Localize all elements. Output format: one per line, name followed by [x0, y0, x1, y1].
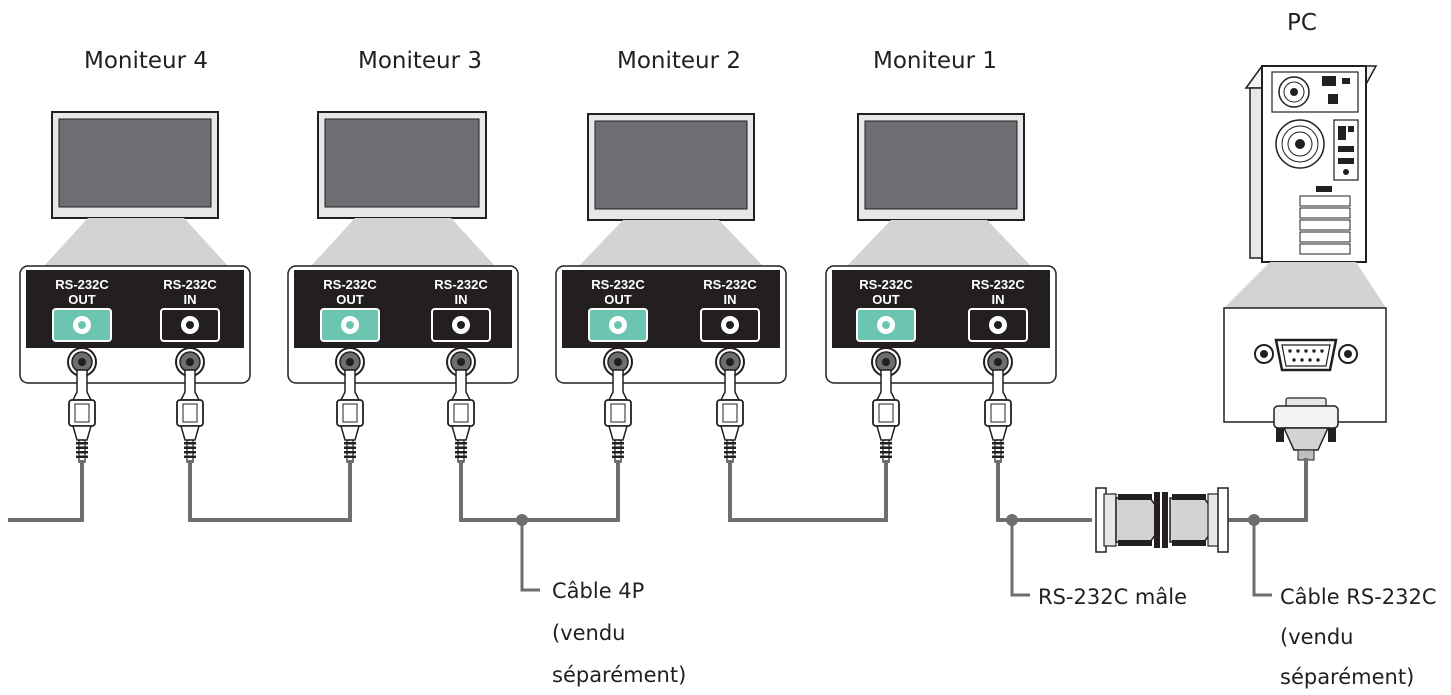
cable-4p-sold-label: (vendu [552, 621, 626, 645]
plug-4p-icon [872, 369, 900, 463]
cable-4p-mon4-out [8, 460, 84, 522]
port-label-bottom: IN [455, 292, 468, 307]
monitor-4-label: Moniteur 4 [84, 48, 208, 74]
cable-4p-mon2-in-mon1-out [728, 460, 888, 522]
port-label-bottom: IN [724, 292, 737, 307]
zoom-wedge [579, 220, 763, 266]
zoom-wedge [847, 220, 1031, 266]
port-label-bottom: IN [992, 292, 1005, 307]
port-label-bottom: OUT [604, 292, 632, 307]
cable-rs232c-separately-label: séparément) [1280, 665, 1414, 689]
monitor-icon [857, 113, 1025, 221]
monitor-icon [51, 111, 219, 219]
plug-4p-icon [68, 369, 96, 463]
monitor-icon [317, 111, 487, 219]
db9-connector-icon [1273, 397, 1339, 461]
port-label-top: RS-232C [434, 277, 488, 292]
cable-4p-mon4-in-mon3-out [188, 460, 352, 522]
port-label-top: RS-232C [55, 277, 109, 292]
cable-rs232c-sold-label: (vendu [1280, 625, 1354, 649]
plug-4p-icon [716, 369, 744, 463]
cable-rs232c-label: Câble RS-232C [1280, 585, 1437, 609]
port-label-top: RS-232C [703, 277, 757, 292]
socket-icon [67, 347, 97, 377]
port-label-bottom: OUT [68, 292, 96, 307]
monitor-1-label: Moniteur 1 [873, 48, 997, 74]
cable-4p-separately-label: séparément) [552, 663, 686, 687]
cable-4p-label: Câble 4P [552, 579, 644, 603]
rs232c-male-label: RS-232C mâle [1038, 585, 1187, 609]
monitor-2-label: Moniteur 2 [617, 48, 741, 74]
rs232c-jack-icon [52, 308, 112, 342]
port-label-top: RS-232C [163, 277, 217, 292]
rs232c-jack-icon [431, 308, 491, 342]
callout-leaders [516, 514, 1272, 597]
port-label-top: RS-232C [971, 277, 1025, 292]
port-label-bottom: OUT [336, 292, 364, 307]
socket-icon [175, 347, 205, 377]
zoom-wedge [44, 218, 228, 266]
rs232c-jack-icon [160, 308, 220, 342]
rs232c-jack-icon [588, 308, 648, 342]
rs232c-jack-icon [856, 308, 916, 342]
plug-4p-icon [176, 369, 204, 463]
port-label-top: RS-232C [591, 277, 645, 292]
rs232c-jack-icon [700, 308, 760, 342]
pc-zoom-wedge [1224, 262, 1386, 308]
zoom-wedge [311, 218, 495, 266]
plug-4p-icon [984, 369, 1012, 463]
pc-tower-icon [1244, 65, 1378, 263]
plug-4p-icon [604, 369, 632, 463]
rs232c-female-connector-icon [1162, 487, 1229, 553]
socket-icon [983, 347, 1013, 377]
socket-icon [603, 347, 633, 377]
port-label-top: RS-232C [323, 277, 377, 292]
rs232c-jack-icon [968, 308, 1028, 342]
socket-icon [715, 347, 745, 377]
monitor-3-label: Moniteur 3 [358, 48, 482, 74]
cable-4p-mon3-in-mon2-out [459, 460, 620, 522]
pc-label: PC [1287, 10, 1317, 36]
db9-port-icon [1254, 338, 1358, 372]
cable-rs232c-pc [1226, 458, 1308, 522]
rs232c-jack-icon [320, 308, 380, 342]
rs232c-male-connector-icon [1095, 487, 1160, 553]
port-label-top: RS-232C [859, 277, 913, 292]
port-label-bottom: OUT [872, 292, 900, 307]
monitor-icon [587, 113, 755, 221]
socket-icon [871, 347, 901, 377]
port-label-bottom: IN [184, 292, 197, 307]
socket-icon [446, 347, 476, 377]
plug-4p-icon [447, 369, 475, 463]
plug-4p-icon [336, 369, 364, 463]
cable-4p-mon1-in [996, 460, 1092, 522]
